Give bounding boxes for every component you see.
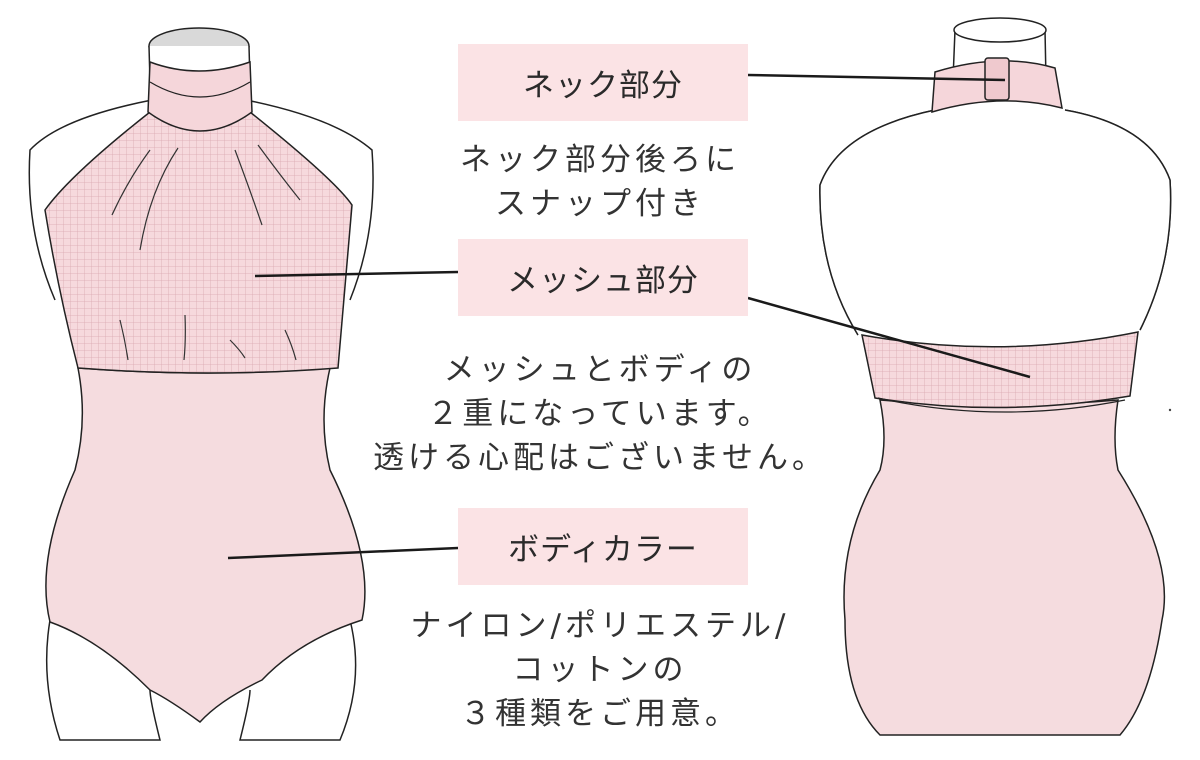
mesh-desc-line-2: ２重になっています。 [427, 396, 773, 432]
body-desc-line-1: ナイロン/ポリエステル/ [410, 608, 790, 644]
mesh-pointer-line-front [254, 270, 459, 278]
mesh-desc-line-3: 透ける心配はございません。 [372, 440, 828, 476]
neck-description: ネック部分後ろに スナップ付き [420, 138, 780, 226]
neck-label-text: ネック部分 [523, 68, 683, 104]
body-color-label: ボディカラー [458, 508, 748, 585]
front-body-section [45, 367, 366, 724]
mesh-desc-line-1: メッシュとボディの [443, 352, 757, 388]
back-bare-back [819, 110, 1171, 335]
neck-label: ネック部分 [458, 44, 748, 121]
body-color-description: ナイロン/ポリエステル/ コットンの ３種類をご用意。 [385, 604, 815, 736]
back-body-section [843, 399, 1166, 736]
mesh-description: メッシュとボディの ２重になっています。 透ける心配はございません。 [355, 348, 845, 480]
front-torso-outline [28, 99, 374, 301]
mesh-pointer-line-back [747, 296, 1031, 379]
body-pointer-line [227, 546, 459, 560]
front-legs [45, 619, 357, 741]
neck-desc-line-1: ネック部分後ろに [460, 142, 740, 178]
body-desc-line-2: コットンの [512, 652, 688, 688]
mesh-label: メッシュ部分 [458, 239, 748, 316]
connector-lines [227, 73, 1031, 560]
body-desc-line-3: ３種類をご用意。 [460, 696, 740, 732]
front-gather-lines [111, 144, 301, 361]
neck-desc-line-2: スナップ付き [495, 186, 705, 222]
front-leotard [44, 60, 366, 724]
mesh-label-text: メッシュ部分 [507, 263, 699, 299]
neck-pointer-line [747, 73, 1006, 82]
front-mesh-section [44, 111, 353, 374]
body-color-label-text: ボディカラー [508, 532, 698, 568]
back-neck-top [953, 17, 1047, 43]
